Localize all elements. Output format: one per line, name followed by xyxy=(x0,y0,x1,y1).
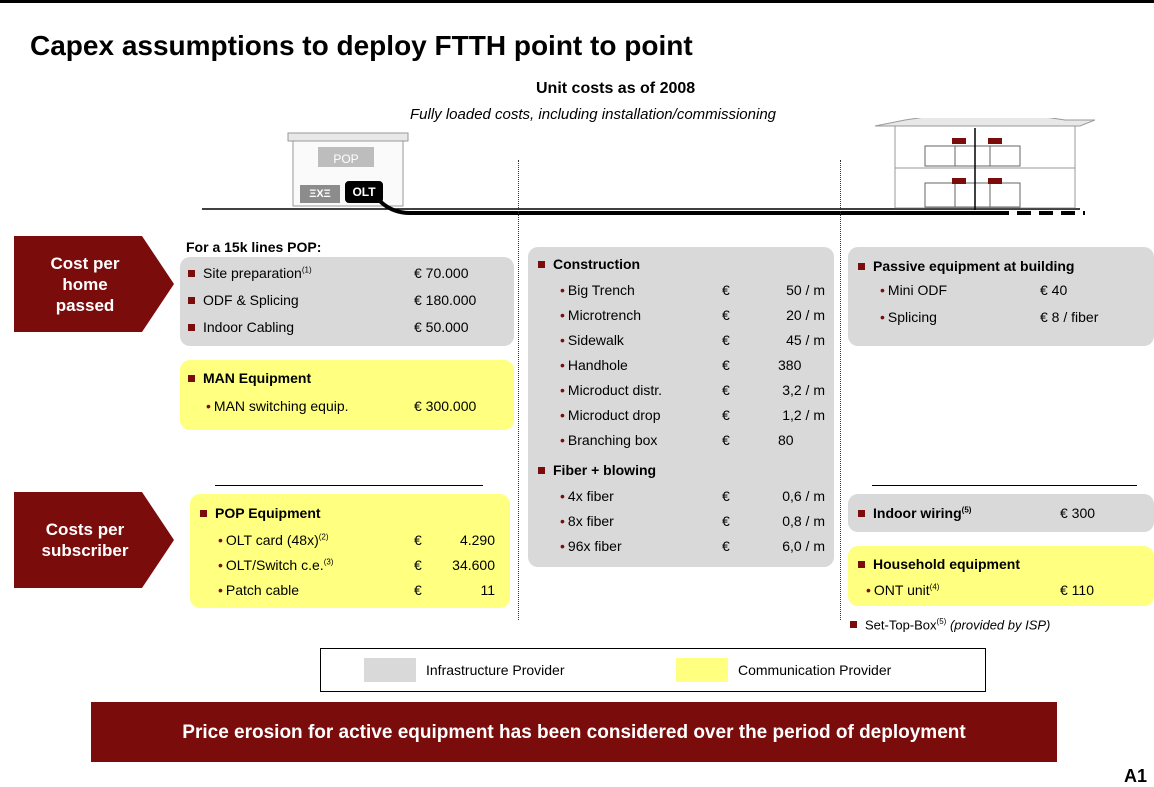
ont-item: •ONT unit(4) xyxy=(866,582,940,598)
construction-currency: € xyxy=(722,382,730,398)
olt-card-currency: € xyxy=(414,532,422,548)
patch-cable-item: •Patch cable xyxy=(218,582,300,598)
legend xyxy=(320,648,986,692)
passive-header: Passive equipment at building xyxy=(858,258,1074,274)
construction-item: •Handhole xyxy=(560,357,628,373)
column-divider-left xyxy=(518,160,519,620)
olt-label: OLT xyxy=(352,185,376,199)
olt-switch-value: 34.600 xyxy=(452,557,495,573)
network-diagram xyxy=(202,118,1095,215)
construction-item: •Microduct distr. xyxy=(560,382,663,398)
legend-label-communication: Communication Provider xyxy=(738,662,892,678)
cost-note: Fully loaded costs, including installati… xyxy=(410,106,777,123)
left-separator xyxy=(215,485,483,486)
indoor-wiring-box xyxy=(848,494,1154,532)
splicing-item: •Splicing xyxy=(880,309,937,325)
indoor-wiring-item: Indoor wiring(5) xyxy=(858,505,971,521)
fiber-currency: € xyxy=(722,488,730,504)
fiber-item: •8x fiber xyxy=(560,513,614,529)
construction-value: 380 xyxy=(778,357,802,373)
household-header: Household equipment xyxy=(858,556,1020,572)
patch-cable-currency: € xyxy=(414,582,422,598)
page-title: Capex assumptions to deploy FTTH point t… xyxy=(30,30,693,61)
construction-currency: € xyxy=(722,407,730,423)
house-building xyxy=(874,118,1095,210)
fiber-value: 0,8 / m xyxy=(782,513,825,529)
construction-item: •Sidewalk xyxy=(560,332,624,348)
household-box xyxy=(848,546,1154,606)
construction-currency: € xyxy=(722,432,730,448)
site-prep-value: € 70.000 xyxy=(414,265,469,281)
fiber-item: •4x fiber xyxy=(560,488,614,504)
construction-currency: € xyxy=(722,332,730,348)
right-separator xyxy=(872,485,1137,486)
fiber-currency: € xyxy=(722,513,730,529)
patch-cable-value: 11 xyxy=(480,582,495,598)
construction-currency: € xyxy=(722,307,730,323)
site-costs-box xyxy=(180,257,514,346)
row-label-subscriber: Costs per subscriber xyxy=(14,492,174,588)
man-value: € 300.000 xyxy=(414,398,477,414)
indoor-wiring-value: € 300 xyxy=(1060,505,1096,521)
fiber-header: Fiber + blowing xyxy=(538,462,656,478)
page-mark: A1 xyxy=(1124,766,1148,786)
column-divider-right xyxy=(840,160,841,620)
ont-value: € 110 xyxy=(1060,582,1094,598)
olt-switch-item: •OLT/Switch c.e.(3) xyxy=(218,557,334,573)
pop-size-header: For a 15k lines POP: xyxy=(186,239,322,255)
man-header: MAN Equipment xyxy=(188,370,311,386)
fiber-item: •96x fiber xyxy=(560,538,622,554)
construction-value: 20 / m xyxy=(786,307,825,323)
construction-item: •Microtrench xyxy=(560,307,642,323)
construction-header: Construction xyxy=(538,256,640,272)
construction-currency: € xyxy=(722,357,730,373)
conclusion-banner: Price erosion for active equipment has b… xyxy=(91,702,1057,762)
construction-currency: € xyxy=(722,282,730,298)
legend-swatch-communication xyxy=(676,658,728,682)
man-item: •MAN switching equip. xyxy=(206,398,349,414)
fiber-cable xyxy=(375,196,995,215)
pop-label: POP xyxy=(333,152,359,166)
set-top-box-item: Set-Top-Box(5) (provided by ISP) xyxy=(850,617,1050,632)
legend-swatch-infrastructure xyxy=(364,658,416,682)
construction-item: •Microduct drop xyxy=(560,407,661,423)
construction-item: •Branching box xyxy=(560,432,658,448)
legend-label-infrastructure: Infrastructure Provider xyxy=(426,662,565,678)
construction-value: 80 xyxy=(778,432,794,448)
indoor-cabling-item: Indoor Cabling xyxy=(188,319,294,335)
pop-equipment-header: POP Equipment xyxy=(200,505,321,521)
fiber-value: 0,6 / m xyxy=(782,488,825,504)
construction-box xyxy=(528,247,834,567)
pop-building xyxy=(287,132,409,207)
man-box xyxy=(180,360,514,430)
fiber-value: 6,0 / m xyxy=(782,538,825,554)
pop-equipment-box xyxy=(190,494,510,608)
passive-equipment-box xyxy=(848,247,1154,346)
olt-card-value: 4.290 xyxy=(459,532,495,548)
construction-value: 3,2 / m xyxy=(782,382,825,398)
olt-card-item: •OLT card (48x)(2) xyxy=(218,532,329,548)
olt-switch-currency: € xyxy=(414,557,422,573)
construction-value: 50 / m xyxy=(786,282,825,298)
indoor-cabling-value: € 50.000 xyxy=(414,319,469,335)
odf-symbol: ΞXΞ xyxy=(309,188,331,200)
construction-value: 1,2 / m xyxy=(782,407,825,423)
site-prep-item: Site preparation(1) xyxy=(188,265,312,281)
construction-item: •Big Trench xyxy=(560,282,635,298)
fiber-currency: € xyxy=(722,538,730,554)
odf-item: ODF & Splicing xyxy=(188,292,299,308)
odf-value: € 180.000 xyxy=(414,292,477,308)
page-subtitle: Unit costs as of 2008 xyxy=(536,80,696,97)
row-label-home-passed: Cost per home passed xyxy=(14,236,174,332)
splicing-value: € 8 / fiber xyxy=(1040,309,1099,325)
mini-odf-value: € 40 xyxy=(1040,282,1068,298)
construction-value: 45 / m xyxy=(786,332,825,348)
mini-odf-item: •Mini ODF xyxy=(880,282,948,298)
top-rule xyxy=(0,0,1154,3)
